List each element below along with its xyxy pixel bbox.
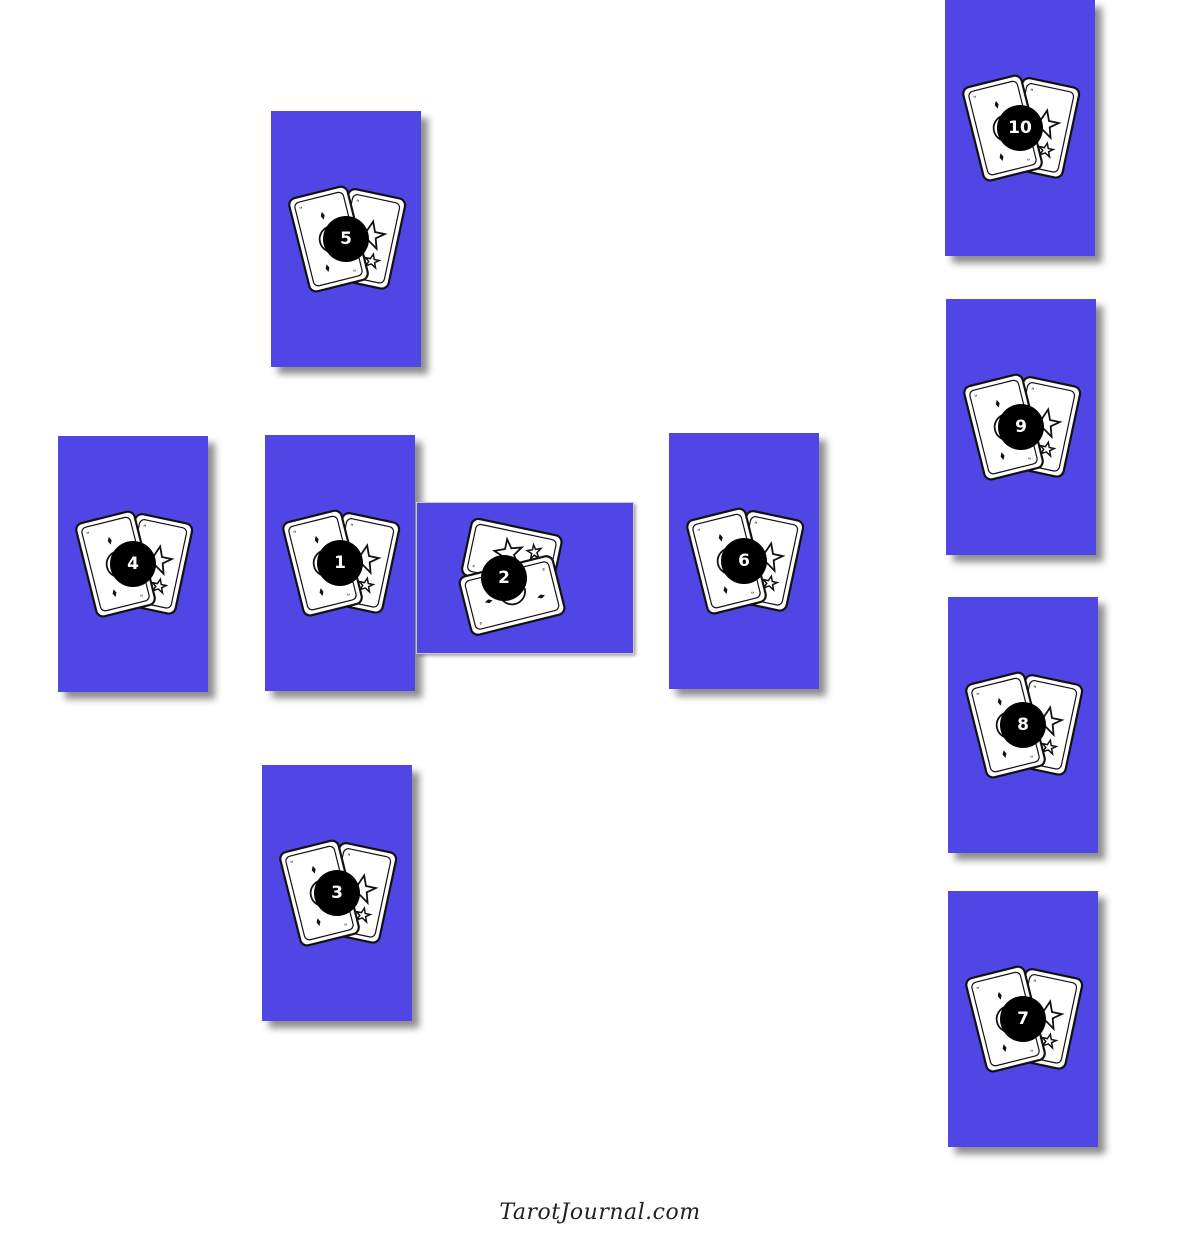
card-position-2[interactable]: 2 <box>416 502 634 654</box>
card-position-4[interactable]: 4 <box>58 436 208 692</box>
card-number-badge: 8 <box>1000 702 1046 748</box>
card-number-badge: 10 <box>997 105 1043 151</box>
watermark: TarotJournal.com <box>499 1200 701 1225</box>
card-position-7[interactable]: 7 <box>948 891 1098 1147</box>
card-position-5[interactable]: 5 <box>271 111 421 367</box>
card-number-badge: 7 <box>1000 996 1046 1042</box>
card-number-badge: 5 <box>323 216 369 262</box>
card-position-8[interactable]: 8 <box>948 597 1098 853</box>
card-position-3[interactable]: 3 <box>262 765 412 1021</box>
card-position-9[interactable]: 9 <box>946 299 1096 555</box>
card-number-badge: 6 <box>721 538 767 584</box>
card-position-1[interactable]: 1 <box>265 435 415 691</box>
card-number-badge: 1 <box>317 540 363 586</box>
card-position-10[interactable]: 10 <box>945 0 1095 256</box>
card-number-badge: 4 <box>110 541 156 587</box>
card-number-badge: 3 <box>314 870 360 916</box>
card-position-6[interactable]: 6 <box>669 433 819 689</box>
card-number-badge: 9 <box>998 404 1044 450</box>
card-number-badge: 2 <box>481 555 527 601</box>
